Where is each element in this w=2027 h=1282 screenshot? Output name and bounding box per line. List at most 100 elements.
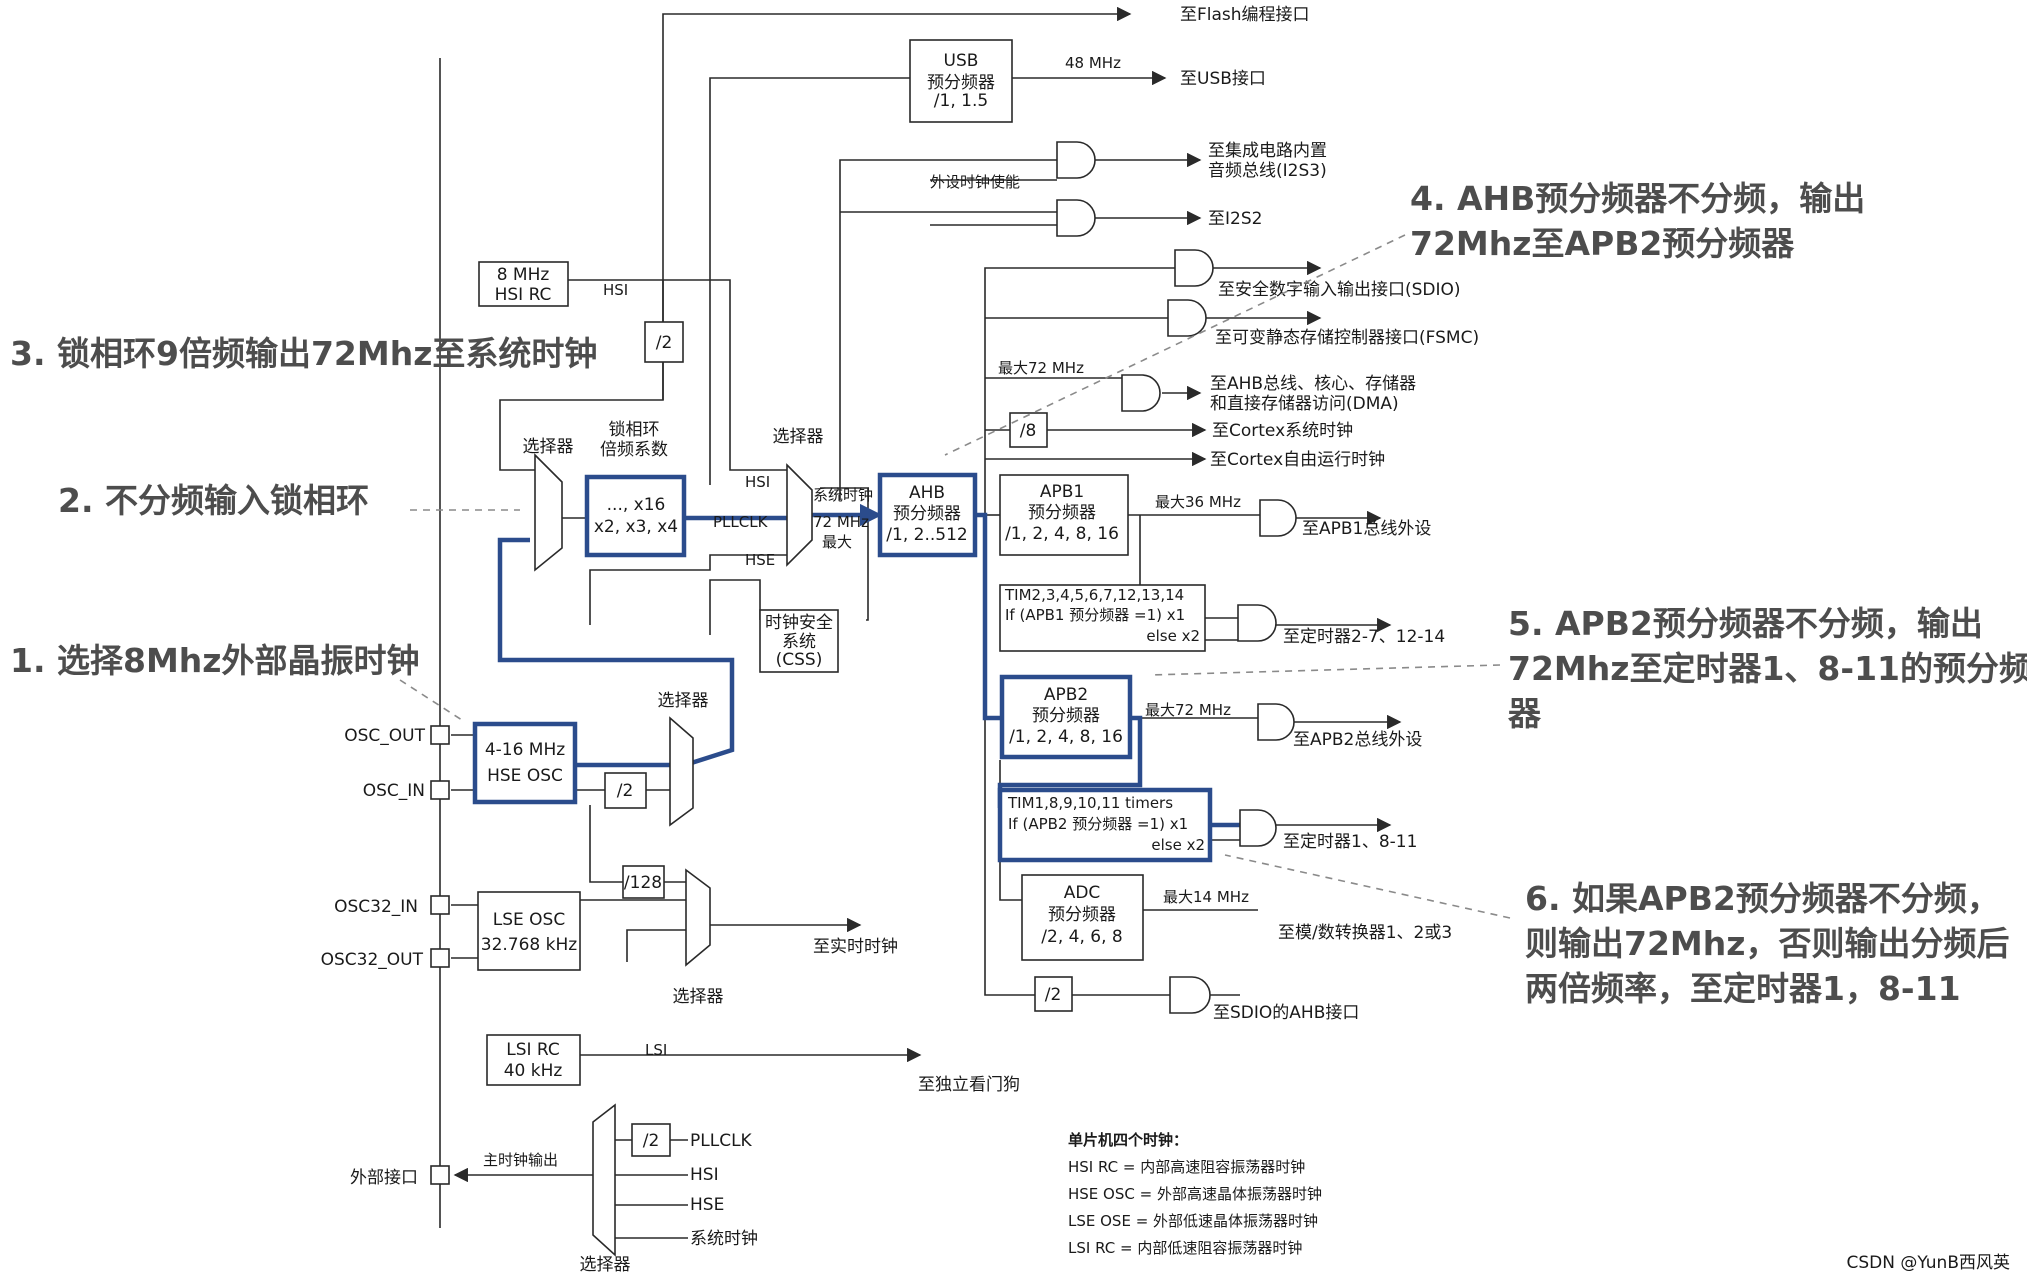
wire-hsi-div2-pll [499,362,664,471]
usb-l1: USB [944,51,979,71]
out-sdio-ahb: 至SDIO的AHB接口 [1213,1003,1359,1023]
adc-l3: /2, 4, 6, 8 [1041,927,1122,947]
usb-l2: 预分频器 [927,73,995,93]
out-iwdg: 至独立看门狗 [918,1075,1020,1095]
osc32-out-pin [430,948,450,968]
div8-box [1009,412,1048,448]
annotation-3: 3. 锁相环9倍频输出72Mhz至系统时钟 [10,334,597,373]
apb2-max72-label: 最大72 MHz [1145,701,1231,719]
ahb-max72-label: 最大72 MHz [998,359,1084,377]
hsi-rc-l1: 8 MHz [497,265,550,285]
hse-switch-label: HSE [745,551,775,569]
mco-sysclk-label: 系统时钟 [690,1229,758,1249]
pll-box [586,476,685,556]
csdn-watermark: CSDN @YunB西风英 [1846,1253,2010,1273]
tim1-l1: TIM1,8,9,10,11 timers [1007,794,1173,812]
legend-title: 单片机四个时钟： [1068,1131,1188,1149]
leader-annotation-1 [399,679,466,723]
usb-l3: /1, 1.5 [934,91,988,111]
out-rtc: 至实时时钟 [813,937,898,957]
path-ahb-to-apb2 [975,512,1002,721]
system-clock-selector [786,463,813,567]
css-l1: 时钟安全 [765,613,833,633]
annotation-5-line-2: 72Mhz至定时器1、8-11的预分频 [1508,649,2027,688]
lsi-l1: LSI RC [506,1040,560,1060]
legend-line-4: LSI RC = 内部低速阻容振荡器时钟 [1068,1239,1302,1257]
and-gate-tim1 [1239,809,1277,847]
leader-annotation-6 [1224,854,1511,919]
tim2-l3: else x2 [1146,627,1200,645]
div128-label: /128 [624,873,662,893]
apb2-highlight [999,674,1133,760]
osc32-out-label: OSC32_OUT [321,950,424,970]
css-l3: (CSS) [776,650,823,670]
periph-enable-label: 外设时钟使能 [930,173,1020,191]
pll-highlight [584,474,687,558]
and-gate-sdio [1174,249,1214,287]
annotation-4-line-2: 72Mhz至APB2预分频器 [1410,224,1795,263]
annotation-2: 2. 不分频输入锁相环 [58,481,369,520]
mco-div2-box [631,1123,671,1157]
and-gate-fsmc [1167,299,1207,337]
tim2-multiplier-box [999,584,1206,652]
apb1-l2: 预分频器 [1028,503,1096,523]
and-gate-apb1 [1259,499,1297,537]
adc-max14-label: 最大14 MHz [1163,888,1249,906]
out-i2s2: 至I2S2 [1208,209,1262,229]
wire-flash [662,6,1132,400]
mco-hse-label: HSE [690,1195,724,1215]
lse-l1: LSE OSC [493,910,565,930]
and-gate-tim2 [1237,604,1277,642]
apb1-prescaler-box [999,474,1129,556]
zuida-label: 最大 [822,533,852,551]
and-gate-i2s2 [1056,199,1096,237]
adc-l2: 预分频器 [1048,905,1116,925]
wire-sdio [984,267,1175,515]
wire-i2s3 [839,159,1057,500]
div128-box [622,865,665,899]
usb-48mhz-label: 48 MHz [1065,54,1121,72]
hsi-wire-label: HSI [603,281,628,299]
out-cortex: 至Cortex系统时钟 [1212,421,1353,441]
hse-l2: HSE OSC [487,766,563,786]
and-gate-ahb [1121,374,1161,412]
rtc-clock-selector [685,868,711,967]
osc32-in-pin [430,895,450,915]
pllclk-label: PLLCLK [713,513,769,531]
max72-label: 72 MHz [813,513,869,531]
mco-pllclk-label: PLLCLK [690,1131,753,1151]
sdio-div2-label: /2 [1045,985,1062,1005]
and-gate-apb2 [1257,703,1295,741]
apb1-l1: APB1 [1040,482,1084,502]
annotation-5-line-3: 器 [1508,694,1542,733]
hse-div2-box [604,772,647,809]
mco-pin [430,1165,450,1185]
legend-line-3: LSE OSE = 外部低速晶体振荡器时钟 [1068,1212,1318,1230]
annotation-1: 1. 选择8Mhz外部晶振时钟 [10,641,420,680]
out-i2s3-l1: 至集成电路内置 [1208,141,1327,161]
lse-l2: 32.768 kHz [481,935,578,955]
out-sdio: 至安全数字输入输出接口(SDIO) [1218,280,1461,300]
ext-pin-label: 外部接口 [350,1168,418,1188]
hse-l1: 4-16 MHz [485,740,565,760]
tim1-l2: If (APB2 预分频器 =1) x1 [1008,815,1188,833]
out-ahb-l1: 至AHB总线、核心、存储器 [1210,374,1416,394]
annotation-6-line-1: 6. 如果APB2预分频器不分频， [1525,879,2000,918]
adc-l1: ADC [1064,883,1101,903]
out-cortex-free: 至Cortex自由运行时钟 [1210,450,1385,470]
css-box [759,609,839,673]
annotation-4-line-1: 4. AHB预分频器不分频，输出 [1410,179,1865,218]
apb2-l2: 预分频器 [1032,706,1100,726]
wire-hsi-sys [663,279,790,471]
pll-factor-l2: 倍频系数 [600,440,668,460]
osc-in-pin [430,780,450,800]
wire-css-loop [820,487,869,621]
legend-line-2: HSE OSC = 外部高速晶体振荡器时钟 [1068,1185,1322,1203]
mco-hsi-label: HSI [690,1165,719,1185]
tim1-multiplier-box [999,789,1211,861]
apb1-max36-label: 最大36 MHz [1155,493,1241,511]
out-i2s3-l2: 音频总线(I2S3) [1208,161,1327,181]
tim2-l1: TIM2,3,4,5,6,7,12,13,14 [1004,586,1184,604]
